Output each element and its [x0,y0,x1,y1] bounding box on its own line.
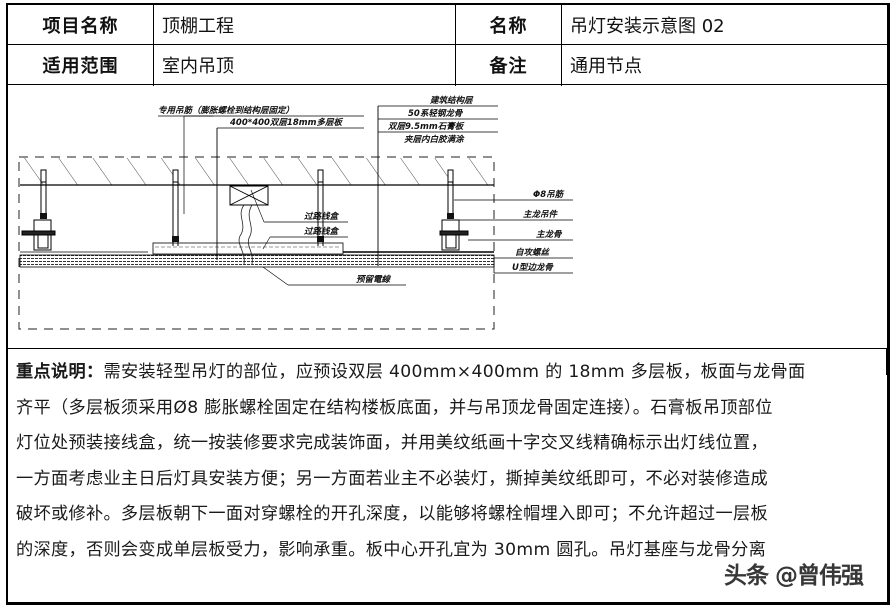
notes-line: 齐平（多层板须采用Ø8 膨胀螺栓固定在结构楼板底面，并与吊顶龙骨固定连接）。石膏… [16,397,773,418]
notes-line: 灯位处预装接线盒，统一按装修要求完成装饰面，并用美纹纸画十字交叉线精确标示出灯线… [16,433,768,454]
label-light-steel-keel: 50系轻钢龙骨 [408,108,464,119]
label-u-keel: U型边龙骨 [512,262,554,273]
label-main-keel: 主龙骨 [536,229,563,240]
label-junction-box-1: 过路线盒 [304,211,340,222]
header-divider [455,5,456,86]
cad-section-drawing: 专用吊筋（膨胀螺栓到结构层固定） 400*400双层18mm多层板 建筑结构层 … [18,95,573,330]
notes-line: 破坏或修补。多层板朝下一面对穿螺栓的开孔深度，以能够将螺栓帽埋入即可；不允许超过… [16,504,768,525]
header-divider [153,5,154,86]
notes-line: 的深度，否则会变成单层板受力，影响承重。板中心开孔宜为 30mm 圆孔。吊灯基座… [16,539,767,560]
drawing-name-value: 吊灯安装示意图 02 [570,15,725,37]
notes-line: 一方面考虑业主日后灯具安装方便；另一方面若业主不必装灯，撕掉美纹纸即可，不必对装… [16,468,768,489]
scope-label: 适用范围 [42,55,119,77]
notes-lead: 重点说明： [16,362,104,382]
source-watermark: 头条 @曾伟强 [723,563,864,589]
label-multilayer-board: 400*400双层18mm多层板 [229,117,343,128]
label-paint: 夹层内白胶满涂 [404,134,465,145]
document-sheet: 项目名称 顶棚工程 名称 吊灯安装示意图 02 适用范围 室内吊顶 备注 通用节… [6,3,890,605]
label-special-hanger: 专用吊筋（膨胀螺栓到结构层固定） [158,105,294,116]
notes-line: 重点说明：需安装轻型吊灯的部位，应预设双层 400mm×400mm 的 18mm… [16,355,882,391]
header-row-2: 适用范围 室内吊顶 备注 通用节点 [8,45,887,85]
border-mark [886,349,890,375]
label-building-structure: 建筑结构层 [429,95,474,106]
label-gypsum-board: 双层9.5mm石膏板 [387,121,465,132]
label-self-tapping-screw: 自攻螺丝 [515,247,551,258]
header-row-1: 项目名称 顶棚工程 名称 吊灯安装示意图 02 [8,5,887,45]
key-notes-paragraph: 重点说明：需安装轻型吊灯的部位，应预设双层 400mm×400mm 的 18mm… [16,355,882,569]
scope-value: 室内吊顶 [162,55,234,77]
header-divider [561,5,562,86]
remarks-label: 备注 [489,55,528,77]
label-rod: Φ8吊筋 [533,189,565,200]
label-junction-box-2: 过路线盒 [304,226,340,237]
label-main-keel-hanger: 主龙吊件 [523,209,559,220]
drawing-name-label: 名称 [489,15,528,37]
label-reserved-wire: 预留電線 [356,274,392,285]
cad-drawing-area: 专用吊筋（膨胀螺栓到结构层固定） 400*400双层18mm多层板 建筑结构层 … [8,86,887,349]
notes-text: 需安装轻型吊灯的部位，应预设双层 400mm×400mm 的 18mm 多层板，… [103,362,806,382]
remarks-value: 通用节点 [570,55,642,77]
project-name-value: 顶棚工程 [162,15,234,37]
project-name-label: 项目名称 [42,15,119,37]
